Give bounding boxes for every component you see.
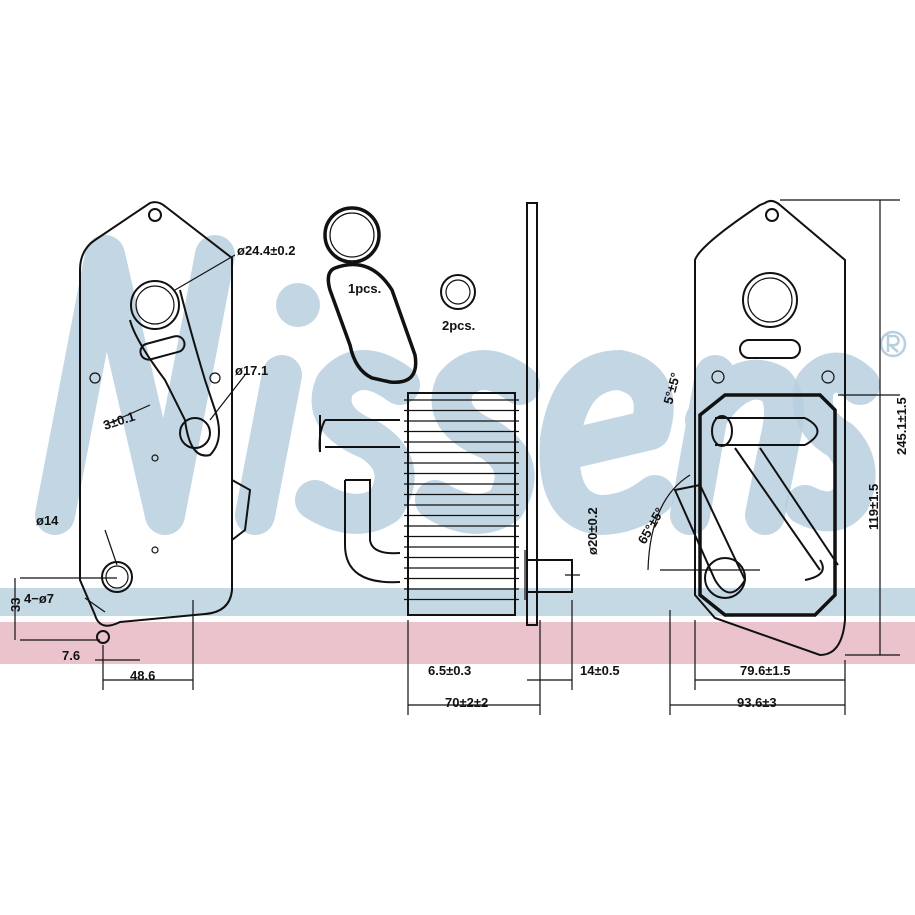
dim-bore-large: ø24.4±0.2 — [237, 243, 295, 258]
dim-spigot-diameter: ø20±0.2 — [585, 507, 600, 555]
large-seal-qty: 1pcs. — [348, 281, 381, 296]
dim-bore-small: ø17.1 — [235, 363, 268, 378]
dim-total-height: 245.1±1.5 — [894, 397, 909, 455]
dim-offset-vertical: 33 — [8, 598, 23, 612]
dim-core-height: 119±1.5 — [866, 484, 881, 530]
dim-core-span: 79.6±1.5 — [740, 663, 791, 678]
dim-hole-main: ø14 — [36, 513, 59, 528]
registered-mark — [879, 330, 907, 358]
dim-mount-holes: 4−ø7 — [24, 591, 54, 606]
seals: 1pcs. 2pcs. — [323, 206, 476, 384]
dim-flange-thickness: 6.5±0.3 — [428, 663, 471, 678]
front-view: ø24.4±0.2 ø17.1 3±0.1 ø14 4−ø7 33 7.6 48… — [8, 201, 295, 690]
watermark-logo — [0, 235, 915, 664]
dim-total-width: 93.6±3 — [737, 695, 777, 710]
side-view: 6.5±0.3 14±0.5 70±2±2 ø20±0.2 — [318, 202, 620, 715]
dim-offset-horizontal: 7.6 — [62, 648, 80, 663]
small-seal-qty: 2pcs. — [442, 318, 475, 333]
dim-hole-spacing: 48.6 — [130, 668, 155, 683]
dim-core-width: 70±2±2 — [445, 695, 488, 710]
dim-spigot-length: 14±0.5 — [580, 663, 620, 678]
